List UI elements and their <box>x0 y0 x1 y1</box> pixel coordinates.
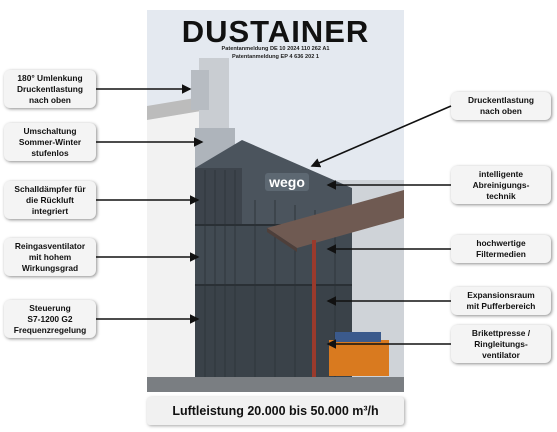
product-photo: wego <box>147 10 404 392</box>
callout-filtermedien: hochwertige Filtermedien <box>451 235 551 263</box>
patent-line-1: Patentanmeldung DE 10 2024 110 262 A1 <box>221 46 330 52</box>
airflow-capacity-banner: Luftleistung 20.000 bis 50.000 m³/h <box>147 397 404 425</box>
callout-steuerung: Steuerung S7-1200 G2 Frequenzregelung <box>4 300 96 338</box>
callout-druckentlastung: Druckentlastung nach oben <box>451 92 551 120</box>
wego-logo: wego <box>265 173 309 191</box>
callout-brikettpresse: Brikettpresse / Ringleitungs- ventilator <box>451 325 551 363</box>
page-title: DUSTAINER <box>181 14 370 49</box>
callout-umschaltung: Umschaltung Sommer-Winter stufenlos <box>4 123 96 161</box>
callout-abreinigungstechnik: intelligente Abreinigungs- technik <box>451 166 551 204</box>
svg-text:wego: wego <box>268 174 305 190</box>
patent-line-2: Patentanmeldung EP 4 636 202 1 <box>232 54 319 60</box>
callout-expansionsraum: Expansionsraum mit Pufferbereich <box>451 287 551 315</box>
callout-reingasventilator: Reingasventilator mit hohem Wirkungsgrad <box>4 238 96 276</box>
callout-schalldaempfer: Schalldämpfer für die Rückluft integrier… <box>4 181 96 219</box>
dustainer-illustration: wego <box>147 10 404 392</box>
callout-umlenkung: 180° Umlenkung Druckentlastung nach oben <box>4 70 96 108</box>
